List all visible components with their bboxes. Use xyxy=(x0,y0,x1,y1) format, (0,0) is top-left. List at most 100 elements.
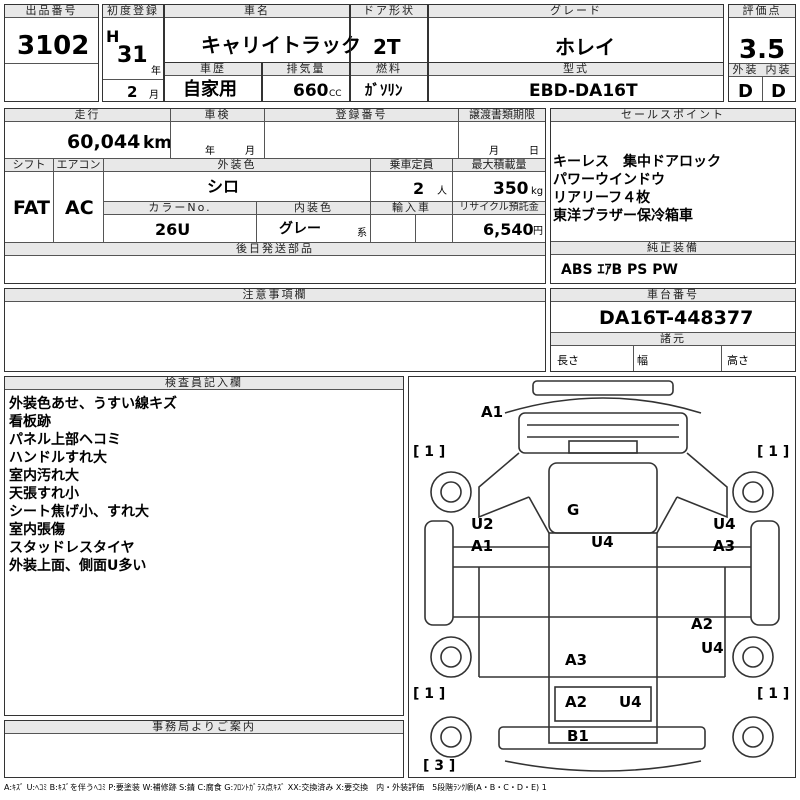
inspector-note: パネル上部ヘコミ xyxy=(9,432,121,448)
grade: ホレイ xyxy=(555,35,615,59)
damage-mark: U2 xyxy=(471,515,494,533)
notes-label: 注意事項欄 xyxy=(5,289,545,302)
ext-score: D xyxy=(738,81,753,102)
insp-year: 年 xyxy=(205,146,215,157)
damage-mark: G xyxy=(567,501,580,519)
chassis-number: DA16T-448377 xyxy=(599,307,754,329)
capacity: 2 xyxy=(413,179,425,198)
damage-mark: U4 xyxy=(619,693,642,711)
lot-number: 3102 xyxy=(17,31,90,61)
int-score: D xyxy=(771,81,786,102)
damage-mark: B1 xyxy=(567,727,589,745)
corner-mark: [ 3 ] xyxy=(423,758,456,774)
damage-mark: U4 xyxy=(713,515,736,533)
sales-points-box: セールスポイント キーレス 集中ドアロック パワーウインドウ リアリーフ４枚 東… xyxy=(550,108,796,284)
sales-label: セールスポイント xyxy=(551,109,795,122)
disp-label: 排気量 xyxy=(263,63,349,76)
damage-mark: A1 xyxy=(481,403,504,421)
damage-diagram: A1 U2 A1 G U4 U4 A3 A2 U4 A3 A2 U4 B1 [ … xyxy=(408,376,796,778)
history-label: 車歴 xyxy=(165,63,261,76)
corner-mark: [ 1 ] xyxy=(757,444,790,460)
displacement: 660 xyxy=(293,81,329,101)
truck-diagram xyxy=(424,380,780,772)
office-label: 事務局よりご案内 xyxy=(5,721,403,734)
displacement-box: 排気量 660 CC xyxy=(262,62,350,102)
fuel-label: 燃料 xyxy=(351,63,427,76)
model-box: 型式 EBD-DA16T xyxy=(428,62,724,102)
transfer-label: 譲渡書類期限 xyxy=(459,109,545,122)
grade-box: グレード ホレイ xyxy=(428,4,724,76)
inspector-label: 検査員記入欄 xyxy=(5,377,403,390)
import-label: 輸入車 xyxy=(371,202,453,215)
color-number: 26U xyxy=(155,220,191,239)
legend: A:ｷｽﾞ U:ﾍｺﾐ B:ｷｽﾞを伴うﾍｺﾐ P:要塗装 W:補修跡 S:錆 … xyxy=(4,783,547,792)
shift: FAT xyxy=(13,197,50,219)
inspector-note: スタッドレスタイヤ xyxy=(9,540,135,556)
inspector-note: シート焦げ小、すれ大 xyxy=(9,504,149,520)
inspector-note: 看板跡 xyxy=(9,414,51,430)
inspector-box: 検査員記入欄 外装色あせ、うすい線キズ 看板跡 パネル上部ヘコミ ハンドルすれ大… xyxy=(4,376,404,716)
regno-label: 登録番号 xyxy=(265,109,459,122)
inspector-note: ハンドルすれ大 xyxy=(9,450,107,466)
first-reg-box: 初度登録 H 31 年 2 月 xyxy=(102,4,164,102)
equip-label: 純正装備 xyxy=(551,242,795,255)
fuel-box: 燃料 ｶﾞｿﾘﾝ xyxy=(350,62,428,102)
inspector-note: 室内張傷 xyxy=(9,522,65,538)
inspection-label: 車検 xyxy=(171,109,265,122)
reg-year: 31 xyxy=(117,43,148,68)
recycle-label: リサイクル預託金 xyxy=(453,202,545,215)
recycle-deposit: 6,540 xyxy=(483,220,534,239)
load-unit: kg xyxy=(531,186,544,197)
month-unit: 月 xyxy=(149,90,159,101)
year-unit: 年 xyxy=(151,66,161,77)
sales-item: リアリーフ４枚 xyxy=(553,190,651,206)
max-load: 350 xyxy=(493,179,529,199)
transfer-month: 月 xyxy=(489,146,499,157)
recycle-unit: 円 xyxy=(533,226,543,237)
mileage-label: 走行 xyxy=(5,109,171,122)
era: H xyxy=(106,27,120,46)
load-label: 最大積載量 xyxy=(453,159,545,172)
air-con: AC xyxy=(65,197,94,219)
spec-length: 長さ xyxy=(557,354,579,367)
shift-label: シフト xyxy=(5,159,54,172)
damage-mark: A3 xyxy=(565,651,588,669)
model: EBD-DA16T xyxy=(529,81,638,101)
score: 3.5 xyxy=(739,35,786,65)
car-name-box: 車名 キャリイトラック xyxy=(164,4,361,76)
car-name-label: 車名 xyxy=(165,5,349,18)
colorno-label: カラーNo. xyxy=(104,202,257,215)
color-label: 外装色 xyxy=(104,159,371,172)
damage-mark: U4 xyxy=(591,533,614,551)
first-reg-label: 初度登録 xyxy=(103,5,163,18)
later-parts-label: 後日発送部品 xyxy=(5,243,545,256)
lot-label: 出品番号 xyxy=(5,5,98,18)
mileage: 60,044 xyxy=(67,131,141,153)
model-label: 型式 xyxy=(429,63,723,76)
sales-item: パワーウインドウ xyxy=(553,172,665,188)
history-box: 車歴 自家用 xyxy=(164,62,262,102)
inspector-note: 外装色あせ、うすい線キズ xyxy=(9,396,177,412)
int-label: 内装 xyxy=(762,63,795,77)
damage-mark: U4 xyxy=(701,639,724,657)
ext-label: 外装 xyxy=(729,63,763,77)
interior-unit: 系 xyxy=(357,228,367,239)
damage-mark: A1 xyxy=(471,537,494,555)
interior-color: グレー xyxy=(279,221,321,237)
corner-mark: [ 1 ] xyxy=(413,444,446,460)
lot-box: 出品番号 3102 xyxy=(4,4,99,102)
ac-label: エアコン xyxy=(54,159,104,172)
sales-item: 東洋ブラザー保冷箱車 xyxy=(553,208,693,224)
corner-mark: [ 1 ] xyxy=(757,686,790,702)
interior-label: 内装色 xyxy=(257,202,371,215)
inspector-note: 天張すれ小 xyxy=(9,486,79,502)
score-label: 評価点 xyxy=(729,5,795,18)
grade-label: グレード xyxy=(429,5,723,18)
insp-month: 月 xyxy=(245,146,255,157)
sales-item: キーレス 集中ドアロック xyxy=(553,154,721,170)
disp-unit: CC xyxy=(329,89,342,99)
capacity-unit: 人 xyxy=(437,186,447,197)
vehicle-detail-box: 走行 車検 登録番号 譲渡書類期限 60,044 km 年 月 月 日 シフト … xyxy=(4,108,546,284)
inspector-note: 室内汚れ大 xyxy=(9,468,79,484)
equipment: ABS ｴｱB PS PW xyxy=(561,262,678,278)
